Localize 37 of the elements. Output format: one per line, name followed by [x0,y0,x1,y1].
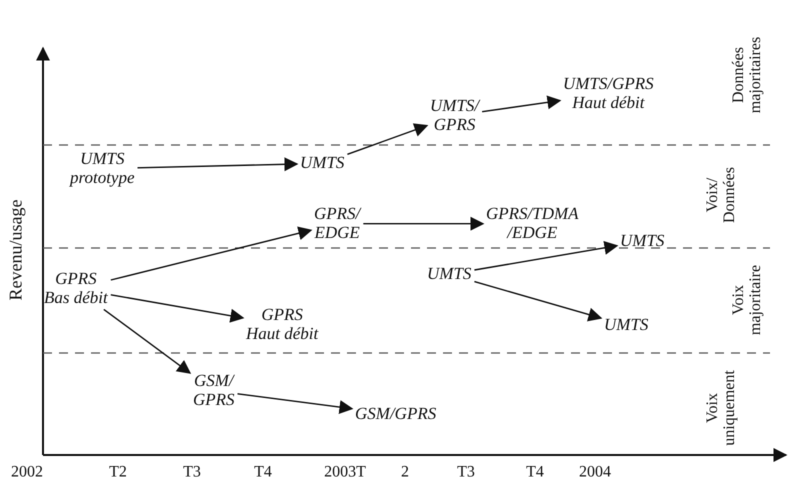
tick-label: 2003T [324,464,366,482]
arrow [474,280,602,322]
technology-label: GPRS/TDMA /EDGE [486,205,579,242]
technology-label: UMTS/GPRS Haut débit [563,75,654,112]
arrow [137,157,298,172]
tick-label: T2 [109,464,127,482]
arrow [110,294,244,323]
arrow [363,216,484,231]
arrow [103,308,192,374]
tick-label: 2002 [11,464,43,482]
arrow [347,123,428,155]
technology-label: UMTS prototype [70,150,135,188]
tick-label: T3 [457,464,475,482]
tick-label: T3 [183,464,201,482]
tick-label: T4 [526,464,544,482]
technology-label: UMTS [604,316,648,335]
band-label: Voix uniquement [705,370,739,446]
technology-label: GPRS Haut débit [246,306,318,344]
band-label: Voix/ Données [705,167,739,223]
technology-label: UMTS [620,232,664,251]
technology-label: GPRS Bas débit [44,270,108,308]
technology-label: GSM/ GPRS [193,372,235,410]
technology-label: GSM/GPRS [355,405,436,424]
tick-label: 2004 [579,464,611,482]
technology-label: UMTS [300,154,344,173]
technology-label: UMTS [427,265,472,284]
arrow [237,393,354,414]
technology-label: GPRS/ EDGE [314,205,360,242]
arrow [110,226,312,281]
arrow [474,240,618,271]
tick-label: T4 [254,464,272,482]
arrow [482,95,562,112]
tick-label: 2 [401,464,409,482]
technology-label: UMTS/ GPRS [430,97,480,134]
band-label: Données majoritaires [731,36,765,114]
band-label: Voix majoritaire [731,264,765,336]
axis-title: Revenu/usage [6,200,26,300]
